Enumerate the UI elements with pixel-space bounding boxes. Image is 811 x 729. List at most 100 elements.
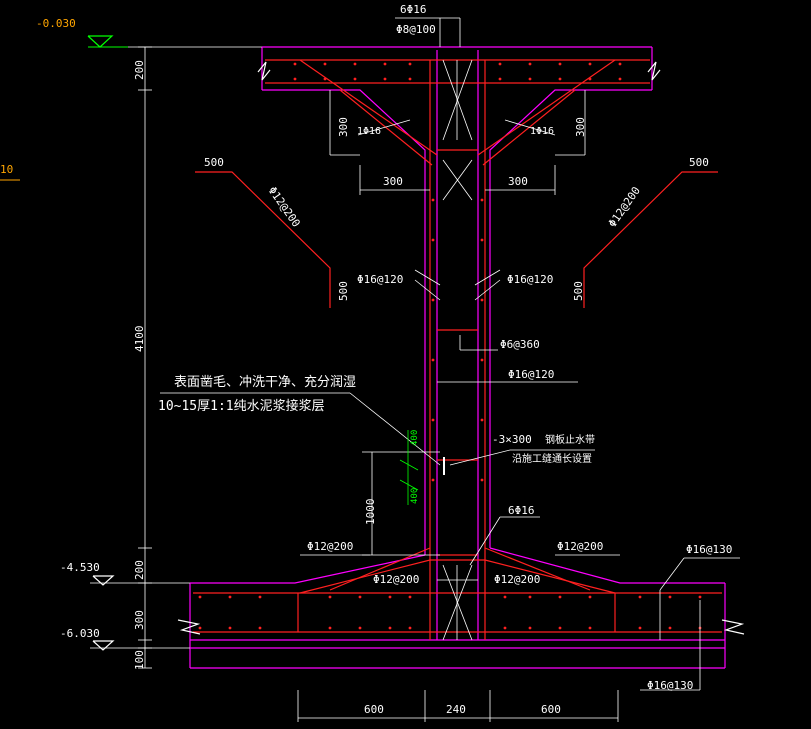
- rebar-dot: [293, 62, 297, 66]
- rebar-dot: [431, 238, 435, 242]
- surface-note-line1: 表面凿毛、冲洗干净、充分润湿: [174, 374, 356, 390]
- rebar-dot: [198, 595, 202, 599]
- wall-vertical-label: Φ16@120: [508, 368, 554, 381]
- rebar-dot: [480, 358, 484, 362]
- rebar-dot: [388, 626, 392, 630]
- rebar-dot: [503, 626, 507, 630]
- rebar-dot: [638, 626, 642, 630]
- top-main-rebar-label: 6Φ16: [400, 3, 427, 16]
- hatch-top-5: [442, 159, 473, 201]
- rebar-dot: [408, 62, 412, 66]
- base-haunch-left-top-label: Φ12@200: [307, 540, 353, 553]
- level-bottom-text: -6.030: [60, 627, 100, 640]
- rebar-dot: [408, 77, 412, 81]
- rebar-dot: [328, 626, 332, 630]
- waterstop-note-label: 沿施工缝通长设置: [512, 452, 592, 465]
- wall-horizontal-left-label: Φ16@120: [357, 273, 403, 286]
- haunch-v-left-dim: 300: [337, 117, 350, 137]
- rebar-dot: [668, 595, 672, 599]
- level-top-text: -0.030: [36, 17, 76, 30]
- base-right-top-edge: [489, 547, 725, 584]
- rebar-dot: [618, 62, 622, 66]
- bottom-left-dim: 600: [364, 703, 384, 716]
- waterstop-zone-dim: 1000: [364, 499, 377, 526]
- rebar-dot: [323, 77, 327, 81]
- leader-base-right-top: [659, 557, 685, 591]
- rebar-dot: [528, 595, 532, 599]
- waterstop-dim-tick-1: [399, 459, 419, 471]
- rebar-dot: [668, 626, 672, 630]
- rebar-dot: [638, 595, 642, 599]
- leader-wall-h-right-2: [474, 269, 501, 286]
- hatch-top-2: [442, 59, 473, 141]
- rebar-dot: [388, 595, 392, 599]
- haunch-rebar-left: [299, 59, 438, 156]
- base-haunch-right-bottom-label: Φ12@200: [494, 573, 540, 586]
- rebar-dot: [588, 77, 592, 81]
- level-symbol-top: [87, 35, 114, 48]
- top-slab-dim: 200: [133, 60, 146, 80]
- haunch-v-right-dim: 300: [574, 117, 587, 137]
- hatch-bottom-2: [442, 564, 473, 641]
- haunch-rebar-right: [477, 59, 616, 156]
- base-haunch-dim: 200: [133, 560, 146, 580]
- base-haunch-right-top-label: Φ12@200: [557, 540, 603, 553]
- base-left-top-edge: [190, 554, 426, 584]
- rebar-dot: [480, 298, 484, 302]
- drawing-geometry: [0, 17, 745, 722]
- rebar-dot: [698, 595, 702, 599]
- rebar-dot: [588, 595, 592, 599]
- rebar-dot: [258, 595, 262, 599]
- rebar-dot: [480, 198, 484, 202]
- haunch-rebar-left-2: [339, 89, 433, 166]
- base-right-top-label: Φ16@130: [686, 543, 732, 556]
- rebar-dot: [431, 298, 435, 302]
- wall-horizontal-right-label: Φ16@120: [507, 273, 553, 286]
- rebar-dot: [323, 62, 327, 66]
- rebar-dot: [358, 595, 362, 599]
- wall-haunch-right-label: Φ12@200: [606, 184, 643, 229]
- rebar-dot: [383, 62, 387, 66]
- leader-wall-h-left: [414, 279, 441, 301]
- break-symbol-right: [647, 61, 661, 81]
- rebar-dot: [498, 62, 502, 66]
- leader-haunch-left: [357, 119, 411, 136]
- wing-rebar-left: [195, 171, 331, 308]
- surface-note-line2: 10~15厚1:1纯水泥浆接浆层: [158, 398, 325, 414]
- waterstop-dim-tick-2: [399, 479, 419, 491]
- rebar-dot: [588, 62, 592, 66]
- rebar-dot: [293, 77, 297, 81]
- rebar-dot: [618, 77, 622, 81]
- wall-right-face: [489, 89, 652, 548]
- break-symbol-left: [257, 61, 271, 81]
- rebar-dot: [431, 358, 435, 362]
- rebar-dot: [528, 626, 532, 630]
- level-symbol-bottom: [92, 640, 115, 651]
- leader-bottom-main: [469, 516, 501, 566]
- leader-wall-h-left-2: [414, 269, 441, 286]
- rebar-dot: [558, 77, 562, 81]
- rebar-dot: [498, 77, 502, 81]
- rebar-dot: [558, 626, 562, 630]
- rebar-dot: [480, 238, 484, 242]
- rebar-dot: [383, 77, 387, 81]
- wing-left-dim: 500: [204, 156, 224, 169]
- haunch-right-rebar-label: 1Φ16: [530, 126, 554, 137]
- leader-haunch-right: [504, 119, 556, 136]
- rebar-dot: [431, 418, 435, 422]
- rebar-dot: [358, 626, 362, 630]
- waterstop-down-dim: 400: [410, 488, 420, 504]
- base-right-bottom-label: Φ16@130: [647, 679, 693, 692]
- level-symbol-mid: [92, 575, 115, 586]
- rebar-dot: [408, 595, 412, 599]
- rebar-dot: [588, 626, 592, 630]
- leader-surface-note: [349, 392, 441, 466]
- haunch-h-right-dim: 300: [508, 175, 528, 188]
- rebar-dot: [528, 62, 532, 66]
- rebar-dot: [480, 418, 484, 422]
- rebar-dot: [258, 626, 262, 630]
- base-haunch-rebar: [299, 559, 616, 594]
- wing-left-v-dim: 500: [337, 281, 350, 301]
- wing-right-dim: 500: [689, 156, 709, 169]
